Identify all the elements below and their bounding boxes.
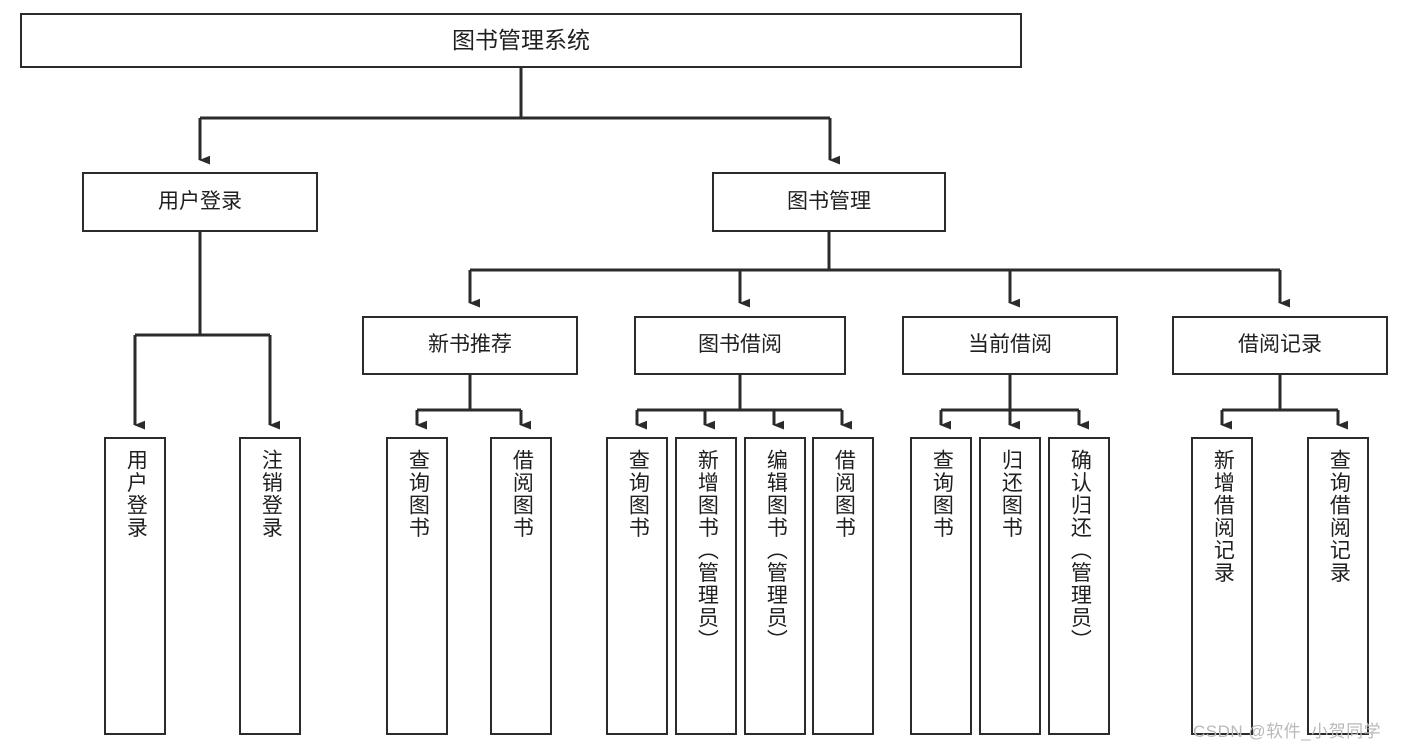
node-label: 查询借阅记录 (1327, 449, 1351, 584)
node-label: 新书推荐 (428, 333, 512, 357)
node-new-book-recommend[interactable]: 新书推荐 (362, 316, 578, 375)
node-label: 编辑图书（管理员） (764, 449, 788, 652)
node-user-login[interactable]: 用户登录 (82, 172, 318, 232)
node-label: 借阅图书 (510, 449, 534, 539)
node-label: 用户登录 (124, 449, 148, 539)
leaf-query-borrow-record[interactable]: 查询借阅记录 (1307, 437, 1369, 735)
leaf-confirm-return-admin[interactable]: 确认归还（管理员） (1048, 437, 1110, 735)
node-label: 查询图书 (930, 449, 954, 539)
node-label: 图书管理 (787, 189, 871, 213)
node-label: 注销登录 (259, 449, 283, 539)
leaf-borrow-book[interactable]: 借阅图书 (812, 437, 874, 735)
leaf-query-book-recommend[interactable]: 查询图书 (386, 437, 448, 735)
node-label: 确认归还（管理员） (1068, 449, 1092, 652)
node-label: 新增借阅记录 (1211, 449, 1235, 584)
leaf-return-book[interactable]: 归还图书 (979, 437, 1041, 735)
node-label: 查询图书 (626, 449, 650, 539)
node-label: 查询图书 (406, 449, 430, 539)
node-label: 归还图书 (999, 449, 1023, 539)
node-label: 当前借阅 (968, 333, 1052, 357)
node-label: 借阅记录 (1238, 333, 1322, 357)
node-label: 借阅图书 (832, 449, 856, 539)
leaf-borrow-book-recommend[interactable]: 借阅图书 (490, 437, 552, 735)
node-label: 图书借阅 (698, 333, 782, 357)
leaf-add-book-admin[interactable]: 新增图书（管理员） (675, 437, 737, 735)
node-label: 新增图书（管理员） (695, 449, 719, 652)
csdn-watermark: CSDN @软件_小贺同学 (1193, 722, 1382, 741)
node-label: 图书管理系统 (452, 26, 590, 53)
leaf-query-book-current[interactable]: 查询图书 (910, 437, 972, 735)
leaf-logout-login[interactable]: 注销登录 (239, 437, 301, 735)
node-book-borrow[interactable]: 图书借阅 (634, 316, 846, 375)
leaf-edit-book-admin[interactable]: 编辑图书（管理员） (744, 437, 806, 735)
node-borrow-record[interactable]: 借阅记录 (1172, 316, 1388, 375)
leaf-query-book-borrow[interactable]: 查询图书 (606, 437, 668, 735)
node-label: 用户登录 (158, 189, 242, 213)
leaf-add-borrow-record[interactable]: 新增借阅记录 (1191, 437, 1253, 735)
node-root-book-management-system[interactable]: 图书管理系统 (20, 13, 1022, 68)
node-current-borrow[interactable]: 当前借阅 (902, 316, 1118, 375)
leaf-user-login[interactable]: 用户登录 (104, 437, 166, 735)
node-book-management[interactable]: 图书管理 (712, 172, 946, 232)
